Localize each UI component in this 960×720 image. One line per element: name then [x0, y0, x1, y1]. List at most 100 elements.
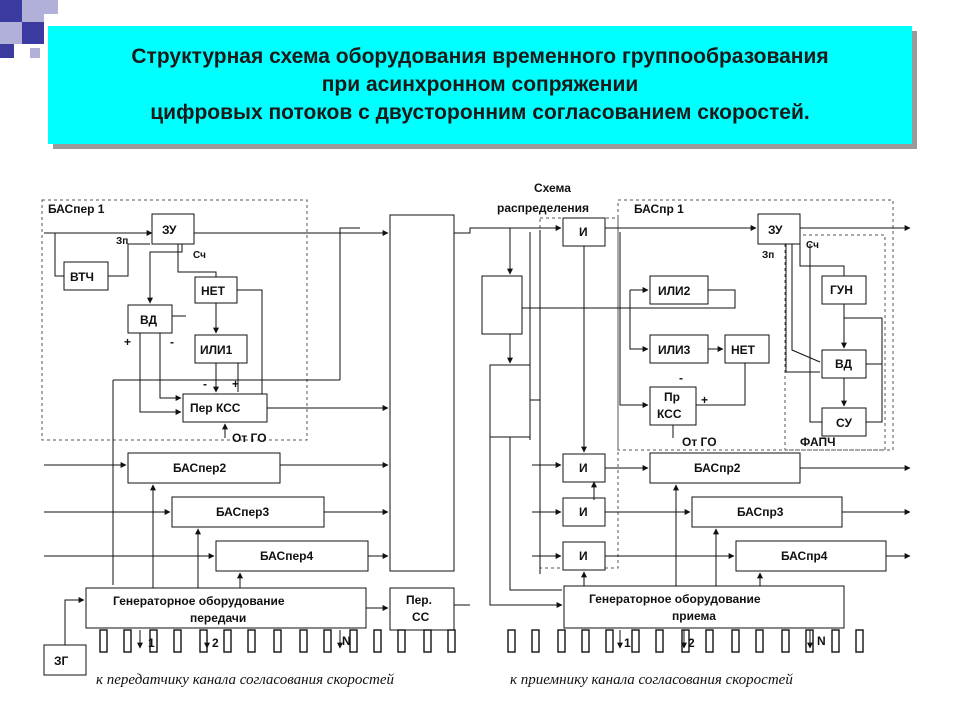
block-multiplexer[interactable]: [389, 214, 455, 572]
frame-bas-pr1: [617, 199, 894, 451]
tx-channel-ticks: [137, 630, 343, 649]
tx-channel-pulses: [99, 629, 456, 653]
block-i-2[interactable]: [562, 453, 606, 483]
caption-left: к передатчику канала согласования скорос…: [96, 672, 395, 688]
label-per-kss: Пер КСС: [190, 401, 241, 415]
label-ili3: ИЛИ3: [658, 343, 691, 357]
label-vd-tx: ВД: [140, 313, 158, 327]
rx-channel-ticks: [617, 630, 813, 649]
label-fapch: ФАПЧ: [800, 435, 836, 449]
receive-side: [481, 213, 911, 629]
label-minus-rx: -: [679, 371, 683, 385]
block-bas-per3[interactable]: [171, 496, 325, 528]
frame-bas-per1: [41, 199, 308, 441]
block-i-3[interactable]: [562, 497, 606, 527]
label-ot-go-tx: От ГО: [232, 431, 267, 445]
label-zp-tx: Зп: [116, 236, 128, 247]
decor-square-2: [22, 0, 44, 22]
label-gen-per-1: Генераторное оборудование: [113, 594, 285, 608]
block-vtch[interactable]: [63, 261, 109, 291]
block-demux-lower[interactable]: [489, 364, 531, 438]
transmit-side: [43, 213, 540, 676]
caption-right: к приемнику канала согласования скоросте…: [510, 672, 793, 688]
decor-square-3: [0, 22, 22, 44]
label-zg: ЗГ: [54, 654, 69, 668]
label-minus-kss: -: [203, 377, 207, 391]
label-tx-ch-n: N: [342, 634, 351, 648]
label-pr-kss-1: Пр: [664, 390, 680, 404]
label-plus-rx: +: [701, 393, 708, 407]
label-plus-kss: +: [232, 377, 239, 391]
label-schema-1: Схема: [534, 181, 571, 195]
label-zu-tx: ЗУ: [162, 223, 177, 237]
label-tx-ch-1: 1: [148, 636, 155, 650]
block-ili3[interactable]: [649, 334, 709, 364]
label-tx-ch-2: 2: [212, 636, 219, 650]
decor-square-7: [30, 48, 40, 58]
label-bas-pr2: БАСпр2: [694, 461, 741, 475]
label-i-2: И: [579, 461, 588, 475]
block-per-kss[interactable]: [182, 393, 268, 423]
label-i-3: И: [579, 505, 588, 519]
block-bas-pr2[interactable]: [649, 452, 801, 484]
label-bas-per4: БАСпер4: [260, 549, 313, 563]
block-gen-per[interactable]: [85, 587, 367, 629]
label-bas-pr1: БАСпр 1: [634, 202, 684, 216]
block-zu-rx[interactable]: [757, 213, 801, 245]
label-per-ss-2: СС: [412, 610, 430, 624]
block-per-ss[interactable]: [389, 587, 455, 631]
block-bas-per2[interactable]: [127, 452, 281, 484]
label-rx-ch-n: N: [817, 634, 826, 648]
label-ot-go-rx: От ГО: [682, 435, 717, 449]
label-schema-2: распределения: [497, 201, 589, 215]
label-bas-per1: БАСпер 1: [48, 202, 105, 216]
label-i-4: И: [579, 549, 588, 563]
label-zp-rx: Зп: [762, 250, 774, 261]
block-gen-pr[interactable]: [563, 585, 845, 629]
decor-square-4: [22, 22, 44, 44]
decor-square-6: [0, 44, 14, 58]
block-vd-tx[interactable]: [127, 304, 173, 334]
block-demux-upper[interactable]: [481, 275, 523, 335]
label-net-rx: НЕТ: [731, 343, 756, 357]
label-i-1: И: [579, 225, 588, 239]
label-vd-rx: ВД: [835, 357, 853, 371]
label-bas-pr4: БАСпр4: [781, 549, 828, 563]
label-plus-vd: +: [124, 335, 131, 349]
label-gen-per-2: передачи: [190, 611, 246, 625]
label-zu-rx: ЗУ: [768, 223, 783, 237]
decor-square-1: [0, 0, 22, 22]
label-su: СУ: [836, 416, 853, 430]
block-ili2[interactable]: [649, 275, 709, 305]
label-sch-rx: Сч: [806, 240, 819, 251]
label-rx-ch-1: 1: [624, 636, 631, 650]
title-line-2: при асинхронном сопряжении: [321, 73, 639, 96]
label-gen-pr-2: приема: [672, 609, 716, 623]
label-ili1: ИЛИ1: [200, 343, 233, 357]
label-net-tx: НЕТ: [201, 284, 226, 298]
label-gun: ГУН: [830, 283, 853, 297]
label-pr-kss-2: КСС: [657, 407, 682, 421]
block-net-rx[interactable]: [724, 334, 770, 364]
label-bas-per2: БАСпер2: [173, 461, 226, 475]
label-bas-per3: БАСпер3: [216, 505, 269, 519]
block-zg[interactable]: [43, 644, 87, 676]
decor-square-5: [44, 0, 58, 14]
block-ili1[interactable]: [194, 334, 248, 364]
block-zu-tx[interactable]: [151, 213, 195, 245]
title-line-3: цифровых потоков с двусторонним согласов…: [150, 101, 810, 124]
title-box: Структурная схема оборудования временног…: [48, 26, 912, 144]
label-gen-pr-1: Генераторное оборудование: [589, 592, 761, 606]
frame-fapch: [784, 234, 886, 451]
label-vtch: ВТЧ: [70, 270, 94, 284]
rx-channel-pulses: [507, 629, 864, 653]
block-i-1[interactable]: [562, 217, 606, 247]
labels: БАСпер 1 ЗУ Зп Сч ВТЧ НЕТ ВД ИЛИ1 + - - …: [48, 181, 853, 688]
title-line-1: Структурная схема оборудования временног…: [131, 45, 829, 68]
label-per-ss-1: Пер.: [406, 593, 432, 607]
label-ili2: ИЛИ2: [658, 284, 691, 298]
label-minus-vd: -: [170, 335, 174, 349]
block-vd-rx[interactable]: [821, 349, 867, 379]
label-sch-tx: Сч: [193, 250, 206, 261]
